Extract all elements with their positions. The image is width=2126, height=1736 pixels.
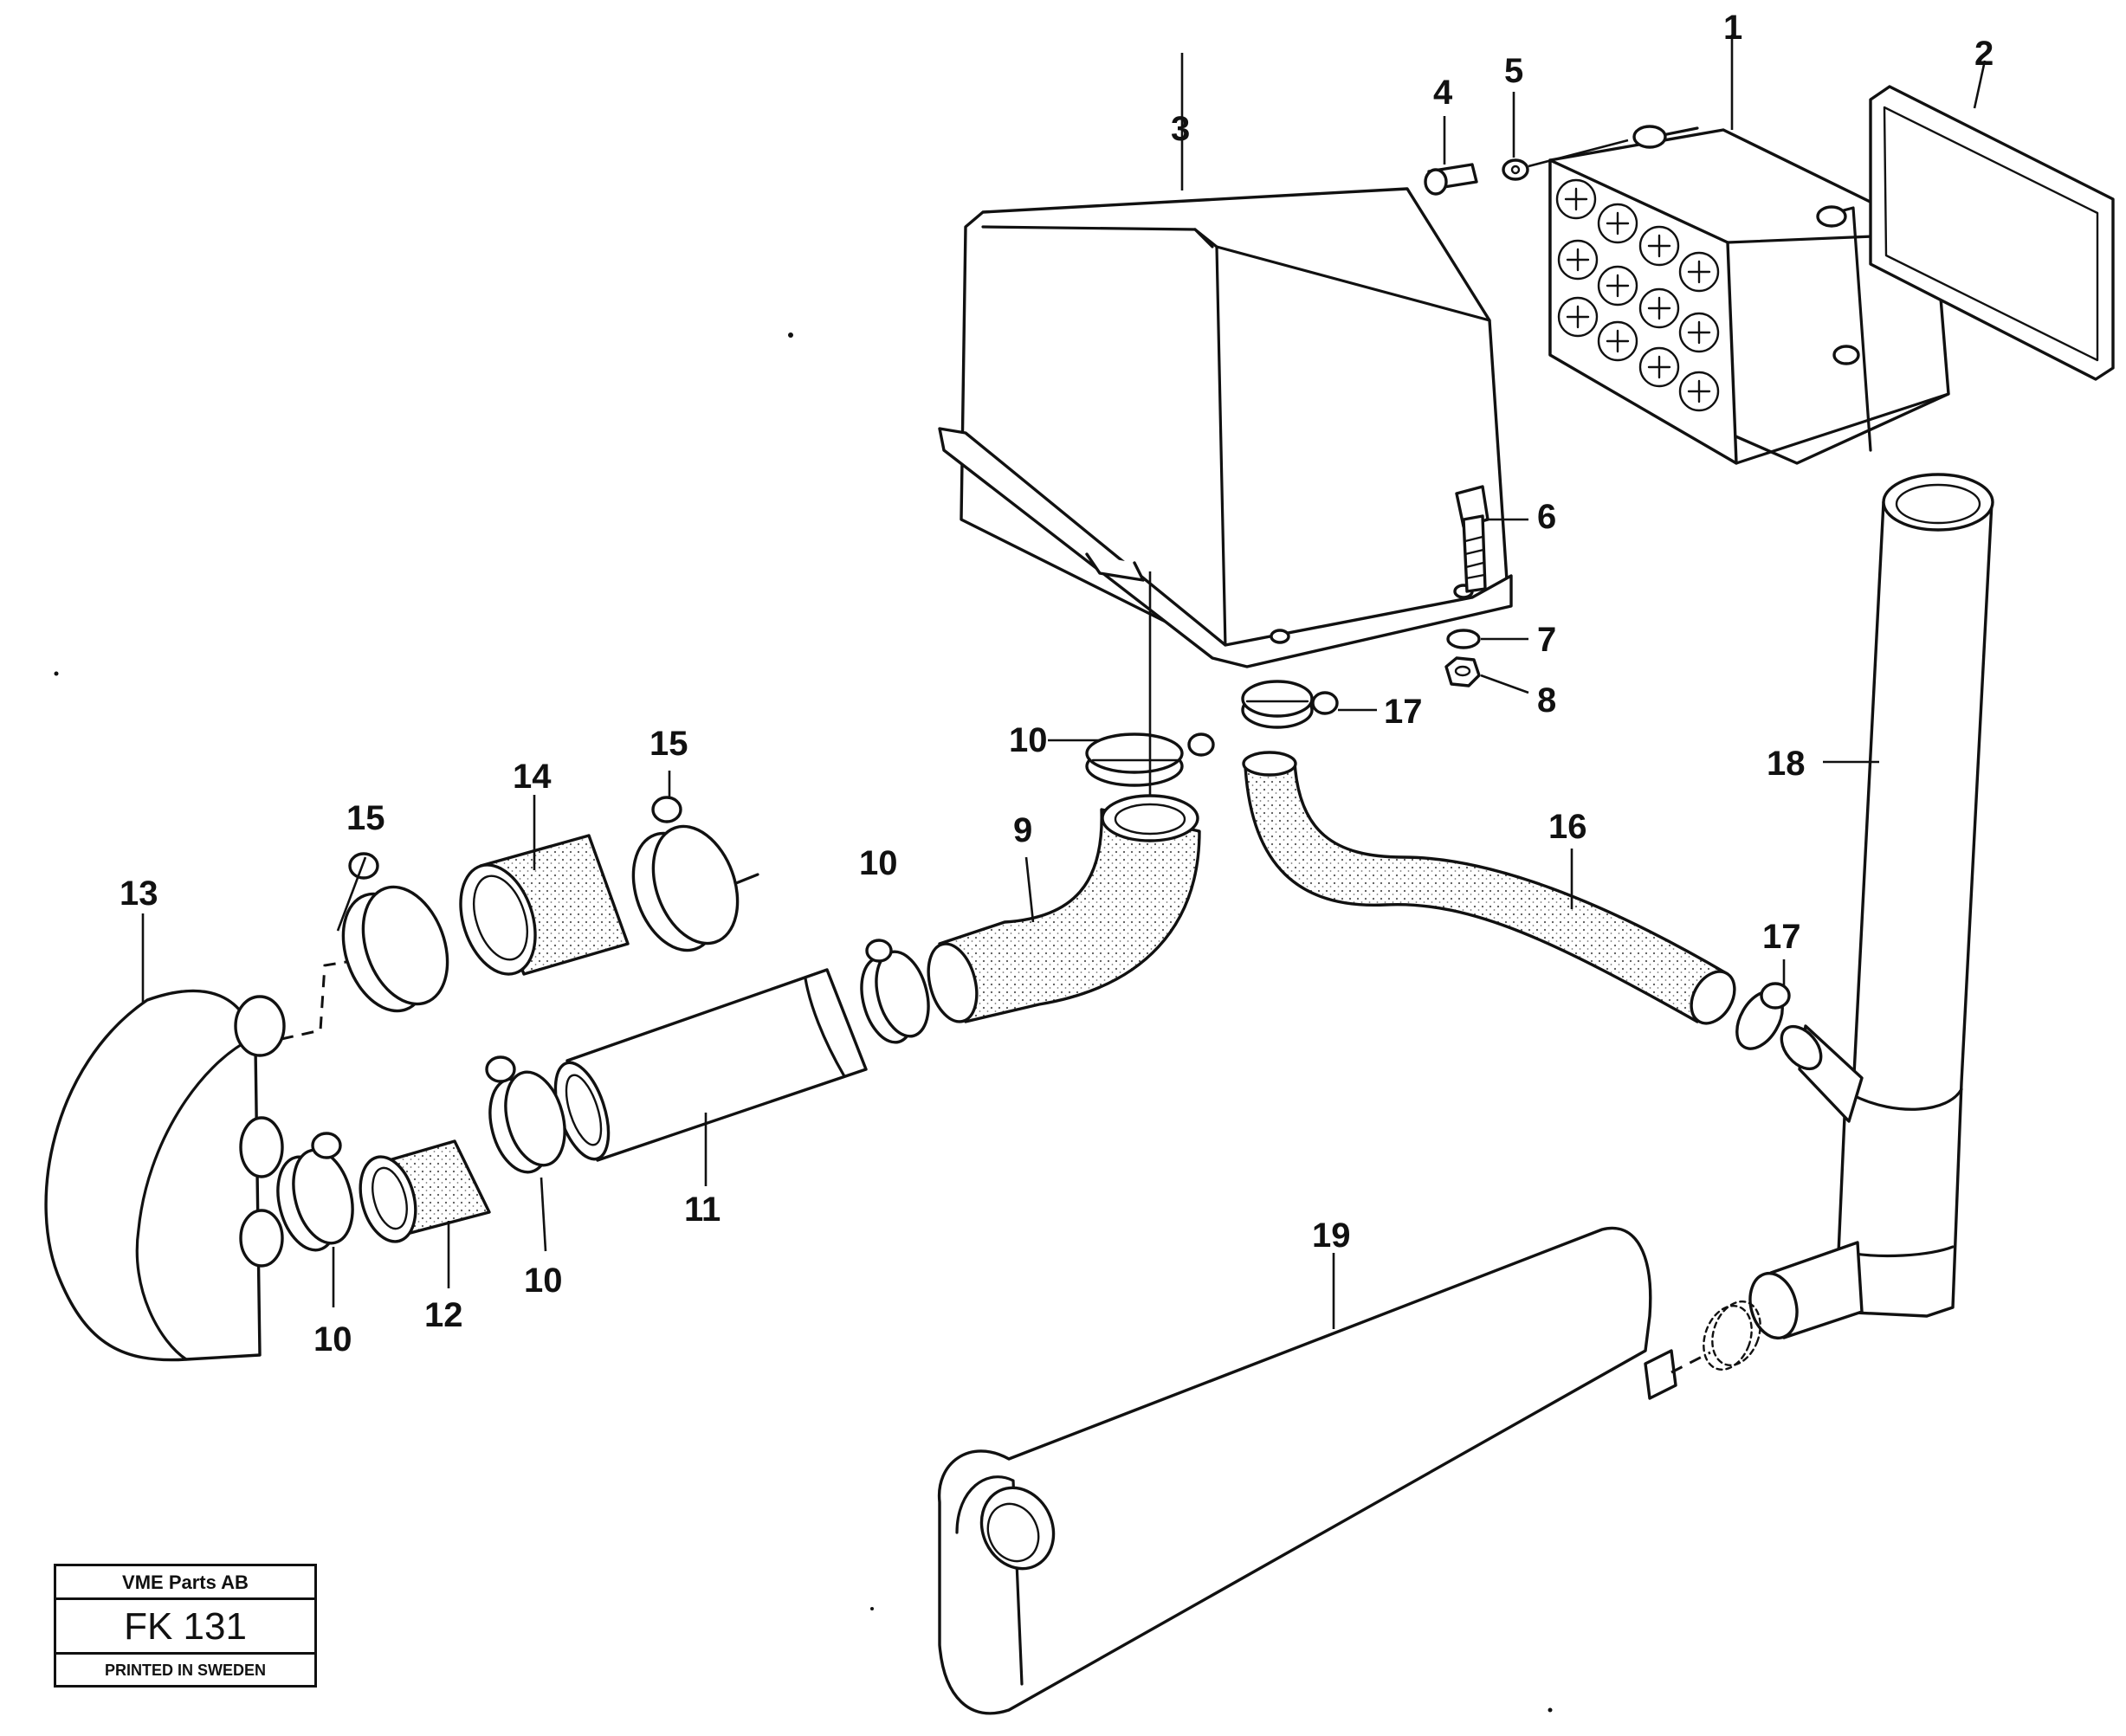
callout-1: 1: [1723, 9, 1742, 47]
hose-14: [459, 795, 630, 976]
callout-17-top: 17: [1384, 693, 1423, 731]
callout-4: 4: [1433, 74, 1453, 112]
callout-19: 19: [1312, 1216, 1351, 1255]
screw-and-washer: [1424, 139, 1629, 196]
hose-clamp-15-right: [631, 771, 759, 952]
box-cover: [938, 53, 1513, 668]
hose-12: [359, 1139, 491, 1288]
callout-13: 13: [120, 874, 158, 913]
muffler: [937, 1226, 1677, 1715]
hose-clamp-17-top: [1241, 680, 1339, 729]
callout-9: 9: [1013, 811, 1032, 849]
air-cleaner-13: [44, 913, 434, 1362]
callout-10-left: 10: [313, 1320, 352, 1358]
callout-5: 5: [1504, 52, 1523, 90]
vertical-pipe-tee: [1748, 473, 1994, 1340]
hose-clamp-17-lower: [1735, 982, 1791, 1050]
callout-2: 2: [1974, 35, 1994, 73]
hose-clamp-10-left: [276, 1132, 354, 1307]
muffler-clamp: [1670, 1300, 1761, 1374]
title-printed: PRINTED IN SWEDEN: [104, 1662, 266, 1679]
hose-clamp-15-left: [336, 852, 449, 1013]
callout-18: 18: [1767, 745, 1806, 783]
callout-17-lower: 17: [1762, 918, 1801, 956]
callout-12: 12: [424, 1296, 463, 1334]
title-block: VME Parts AB FK 131 PRINTED IN SWEDEN: [54, 1564, 317, 1688]
callout-11: 11: [684, 1191, 721, 1229]
callout-6: 6: [1537, 498, 1556, 536]
callout-7: 7: [1537, 621, 1556, 659]
hose-clamp-10-lower: [485, 1055, 566, 1252]
title-company: VME Parts AB: [56, 1566, 314, 1600]
connection-box: [1548, 125, 1950, 465]
callout-16: 16: [1548, 808, 1587, 846]
callout-8: 8: [1537, 681, 1556, 720]
callout-3: 3: [1171, 110, 1190, 148]
callout-10-lower: 10: [524, 1262, 563, 1300]
callout-15-left: 15: [346, 799, 385, 837]
hose-clamp-10-mid: [860, 939, 930, 1044]
callout-15-right: 15: [649, 725, 688, 763]
callout-10-top: 10: [1009, 721, 1048, 759]
callout-14: 14: [513, 758, 552, 796]
title-code: FK 131: [56, 1600, 314, 1655]
callout-10-mid: 10: [859, 844, 898, 882]
grommet-array: [1555, 178, 1720, 412]
pipe-11: [553, 968, 868, 1186]
gasket: [1869, 85, 2115, 381]
hose-9: [927, 794, 1201, 1023]
hose-clamp-10-top: [1085, 571, 1215, 814]
hose-16: [1242, 751, 1736, 1025]
